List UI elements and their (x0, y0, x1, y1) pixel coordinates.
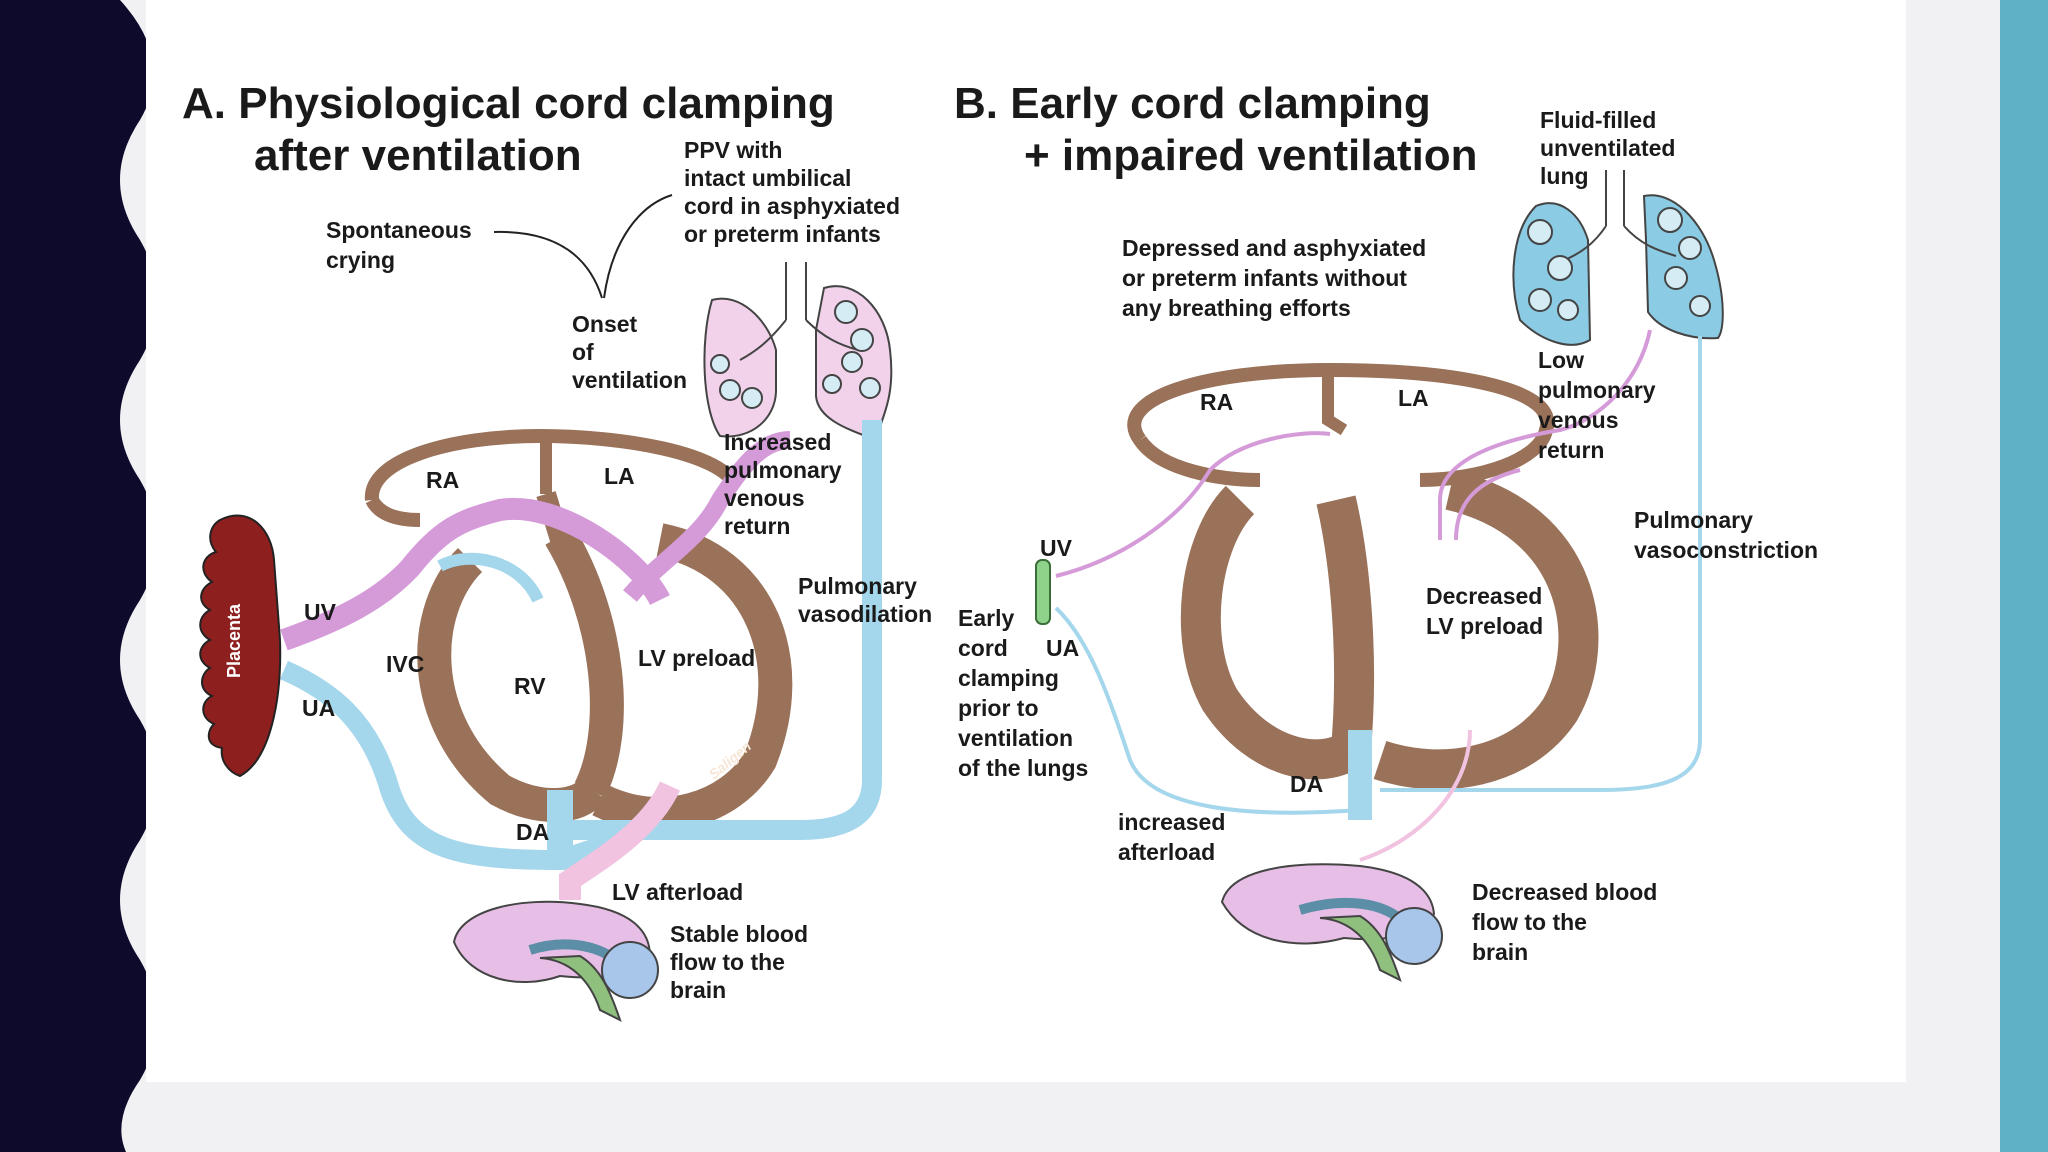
ppv-label-4: or preterm infants (684, 221, 881, 247)
uv-label-a: UV (304, 599, 337, 625)
panel-b: B. Early cord clamping + impaired ventil… (954, 79, 1818, 982)
da-label-a: DA (516, 819, 549, 845)
panel-b-title-line1: B. Early cord clamping (954, 79, 1431, 128)
umbilical-artery-b (1054, 606, 1361, 815)
stable-label-2: flow to the (670, 949, 785, 975)
onset-label-1: Onset (572, 311, 638, 337)
increased-label-1: Increased (724, 429, 831, 455)
depressed-label-3: any breathing efforts (1122, 295, 1351, 321)
ivc-a (437, 552, 544, 603)
ra-label-a: RA (426, 467, 459, 493)
early-label-2: cord (958, 635, 1008, 661)
early-label-3: clamping (958, 665, 1059, 691)
increased-label-4: return (724, 513, 790, 539)
afterload-label-2: afterload (1118, 839, 1215, 865)
ivc-label-a: IVC (386, 651, 424, 677)
stable-label-1: Stable blood (670, 921, 808, 947)
low-label-1: Low (1538, 347, 1584, 373)
placenta (199, 514, 282, 778)
la-label-b: LA (1398, 385, 1429, 411)
da-label-b: DA (1290, 771, 1323, 797)
low-label-3: venous (1538, 407, 1619, 433)
spontaneous-label-1: Spontaneous (326, 217, 472, 243)
lv-preload-label-a: LV preload (638, 645, 755, 671)
onset-label-2: of (572, 339, 594, 365)
onset-label-3: ventilation (572, 367, 687, 393)
pulmonary-vein-b (1438, 329, 1652, 540)
ppv-label-3: cord in asphyxiated (684, 193, 900, 219)
aorta-to-brain-b (1359, 729, 1472, 862)
pulmonary-vein-a (623, 431, 791, 602)
ventilated-lungs (703, 262, 893, 442)
pulmonary-vein-b-2 (1454, 468, 1521, 541)
left-scalloped-band (0, 0, 158, 1152)
panel-b-title-line2: + impaired ventilation (1024, 131, 1478, 180)
decreased-brain-label-3: brain (1472, 939, 1528, 965)
panel-a-title-line2: after ventilation (254, 131, 582, 180)
umbilical-vein-a (280, 497, 670, 651)
vasoconstriction-label-1: Pulmonary (1634, 507, 1753, 533)
pulmonary-artery-a (560, 420, 882, 840)
ua-label-b: UA (1046, 635, 1079, 661)
placenta-label: Placenta (224, 603, 244, 678)
panel-a-title-line1: A. Physiological cord clamping (182, 79, 835, 128)
fluid-label-2: unventilated (1540, 135, 1675, 161)
umbilical-artery-a (279, 660, 624, 871)
spontaneous-pointer (493, 230, 603, 299)
uv-label-b: UV (1040, 535, 1073, 561)
ra-label-b: RA (1200, 389, 1233, 415)
increased-label-2: pulmonary (724, 457, 842, 483)
cord-clamp (1035, 559, 1051, 625)
decreased-brain-label-1: Decreased blood (1472, 879, 1657, 905)
decreased-preload-label-2: LV preload (1426, 613, 1543, 639)
umbilical-vein-b (1055, 431, 1331, 578)
depressed-label-2: or preterm infants without (1122, 265, 1407, 291)
depressed-label-1: Depressed and asphyxiated (1122, 235, 1426, 261)
early-label-6: of the lungs (958, 755, 1088, 781)
panel-a: A. Physiological cord clamping after ven… (182, 79, 932, 1022)
afterload-label-1: increased (1118, 809, 1225, 835)
lv-afterload-label: LV afterload (612, 879, 743, 905)
early-label-5: ventilation (958, 725, 1073, 751)
brain-b (1220, 863, 1443, 982)
brain-a (452, 900, 659, 1022)
fluid-label-3: lung (1540, 163, 1589, 189)
la-label-a: LA (604, 463, 635, 489)
fluid-label-1: Fluid-filled (1540, 107, 1656, 133)
pulmonary-artery-b (1380, 336, 1702, 792)
increased-label-3: venous (724, 485, 805, 511)
aorta-to-brain-a (559, 781, 681, 900)
ppv-label-2: intact umbilical (684, 165, 851, 191)
stable-label-3: brain (670, 977, 726, 1003)
ua-label-a: UA (302, 695, 335, 721)
ppv-pointer (603, 194, 673, 299)
early-label-1: Early (958, 605, 1014, 631)
rv-label-a: RV (514, 673, 546, 699)
decreased-brain-label-2: flow to the (1472, 909, 1587, 935)
spontaneous-label-2: crying (326, 247, 395, 273)
decreased-preload-label-1: Decreased (1426, 583, 1542, 609)
vasodilation-label-1: Pulmonary (798, 573, 917, 599)
fluid-filled-lungs (1512, 170, 1724, 346)
ppv-label-1: PPV with (684, 137, 782, 163)
right-accent-band (2000, 0, 2048, 1152)
vasodilation-label-2: vasodilation (798, 601, 932, 627)
vasoconstriction-label-2: vasoconstriction (1634, 537, 1818, 563)
early-label-4: prior to (958, 695, 1039, 721)
heart-b (1127, 362, 1599, 790)
low-label-2: pulmonary (1538, 377, 1656, 403)
low-label-4: return (1538, 437, 1604, 463)
